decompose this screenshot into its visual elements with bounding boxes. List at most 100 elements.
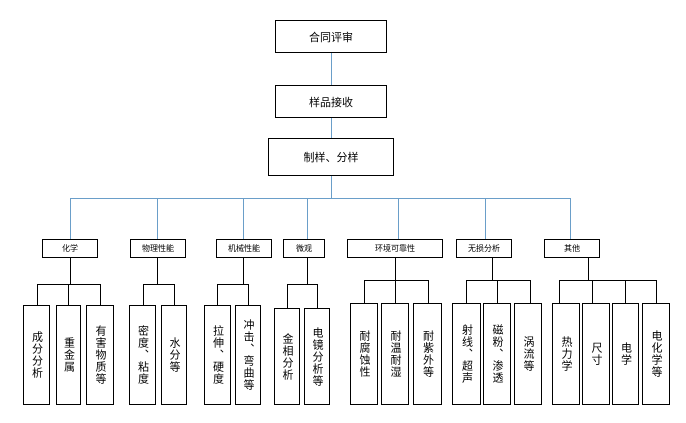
category-ndt: 无损分析 <box>456 239 512 258</box>
category-label: 物理性能 <box>142 244 174 253</box>
leaf-item-label: 射线、超声 <box>460 324 474 384</box>
leaf-drop <box>317 284 318 308</box>
leaf-item: 密度、粘度 <box>129 305 156 405</box>
leaf-drop <box>428 280 429 303</box>
stem-physical <box>157 258 158 284</box>
connector-2-3 <box>331 118 332 138</box>
category-label: 无损分析 <box>468 244 500 253</box>
leaf-item-label: 密度、粘度 <box>136 325 150 385</box>
leaf-drop <box>466 280 467 303</box>
category-label: 环境可靠性 <box>375 244 415 253</box>
leaf-item-label: 磁粉、渗透 <box>491 324 504 384</box>
leaf-item: 热力学 <box>552 303 580 405</box>
leaf-item: 冲击、弯曲等 <box>235 305 261 405</box>
branch-other <box>559 280 656 281</box>
leaf-item-label: 耐温耐湿 <box>389 330 402 378</box>
drop-ndt <box>485 198 486 239</box>
branch-mechanical <box>217 284 249 285</box>
sample-prep-label: 制样、分样 <box>303 151 359 164</box>
category-mechanical: 机械性能 <box>216 239 272 258</box>
leaf-item: 耐腐蚀性 <box>350 303 378 405</box>
leaf-item-label: 有害物质等 <box>94 325 107 385</box>
sample-prep-box: 制样、分样 <box>268 138 394 176</box>
category-bus <box>70 198 570 199</box>
drop-environment <box>398 198 399 239</box>
leaf-item: 耐温耐湿 <box>381 303 409 405</box>
leaf-item: 尺寸 <box>582 303 610 405</box>
leaf-item: 电化学等 <box>642 303 670 405</box>
branch-micro <box>287 284 317 285</box>
leaf-item-label: 耐紫外等 <box>421 330 435 378</box>
category-label: 化学 <box>62 244 78 253</box>
leaf-item: 水分等 <box>161 305 187 405</box>
leaf-item: 电学 <box>612 303 639 405</box>
leaf-item: 金相分析 <box>274 308 300 405</box>
connector-1-2 <box>331 53 332 85</box>
leaf-item-label: 拉伸、硬度 <box>211 325 225 385</box>
leaf-item-label: 尺寸 <box>590 342 603 366</box>
leaf-drop <box>395 280 396 303</box>
leaf-item-label: 重金属 <box>62 337 76 373</box>
stem-chemistry <box>70 258 71 284</box>
leaf-item: 涡流等 <box>514 303 542 405</box>
leaf-item: 电镜分析等 <box>304 308 330 405</box>
category-chemistry: 化学 <box>42 239 98 258</box>
leaf-item-label: 涡流等 <box>522 336 535 372</box>
leaf-drop <box>364 280 365 303</box>
stem-mechanical <box>243 258 244 284</box>
leaf-item-label: 电学 <box>619 342 633 366</box>
category-label: 机械性能 <box>228 244 260 253</box>
contract-review-box: 合同评审 <box>275 20 387 53</box>
connector-3-bus <box>331 176 332 198</box>
leaf-item: 射线、超声 <box>452 303 481 405</box>
category-micro: 微观 <box>283 239 325 258</box>
category-other: 其他 <box>544 239 600 258</box>
branch-chemistry <box>37 284 101 285</box>
leaf-item: 有害物质等 <box>86 305 114 405</box>
leaf-item: 磁粉、渗透 <box>483 303 511 405</box>
branch-physical <box>143 284 174 285</box>
stem-ndt <box>492 258 493 280</box>
leaf-item-label: 冲击、弯曲等 <box>242 319 255 391</box>
stem-micro <box>307 258 308 284</box>
leaf-item: 拉伸、硬度 <box>204 305 231 405</box>
leaf-item: 成分分析 <box>23 305 50 405</box>
leaf-drop <box>217 284 218 305</box>
category-label: 其他 <box>564 244 580 253</box>
leaf-drop <box>248 284 249 305</box>
leaf-drop <box>100 284 101 305</box>
leaf-item-label: 水分等 <box>168 337 181 373</box>
drop-other <box>570 198 571 239</box>
drop-mechanical <box>243 198 244 239</box>
leaf-item-label: 电镜分析等 <box>311 326 324 387</box>
leaf-drop <box>656 280 657 303</box>
stem-other <box>588 258 589 280</box>
contract-review-label: 合同评审 <box>309 30 353 44</box>
sample-receipt-box: 样品接收 <box>275 85 387 118</box>
leaf-item-label: 成分分析 <box>30 331 44 379</box>
leaf-drop <box>174 284 175 305</box>
leaf-drop <box>143 284 144 305</box>
leaf-item-label: 金相分析 <box>281 332 294 381</box>
leaf-drop <box>592 280 593 303</box>
branch-environment <box>364 280 429 281</box>
drop-physical <box>157 198 158 239</box>
drop-micro <box>307 198 308 239</box>
branch-ndt <box>466 280 531 281</box>
leaf-item-label: 耐腐蚀性 <box>358 330 371 378</box>
leaf-drop <box>497 280 498 303</box>
leaf-drop <box>68 284 69 305</box>
category-environment: 环境可靠性 <box>347 239 443 258</box>
leaf-drop <box>530 280 531 303</box>
leaf-item: 耐紫外等 <box>413 303 442 405</box>
leaf-item: 重金属 <box>56 305 81 405</box>
leaf-drop <box>625 280 626 303</box>
leaf-drop <box>287 284 288 308</box>
leaf-drop <box>37 284 38 305</box>
drop-chemistry <box>70 198 71 239</box>
leaf-item-label: 热力学 <box>560 336 573 372</box>
category-label: 微观 <box>296 244 312 253</box>
stem-environment <box>395 258 396 280</box>
leaf-item-label: 电化学等 <box>650 330 663 378</box>
